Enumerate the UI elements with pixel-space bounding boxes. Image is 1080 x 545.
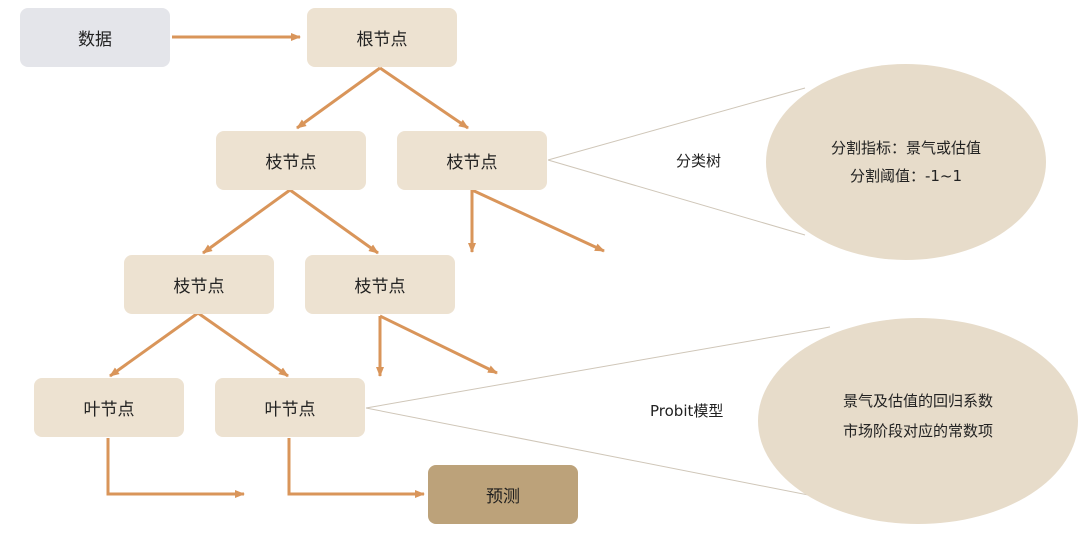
- branch-node-3: 枝节点: [124, 255, 274, 314]
- branch-node-2: 枝节点: [397, 131, 547, 190]
- arrow-branch-4-diagonal: [379, 314, 498, 375]
- root-node: 根节点: [307, 8, 457, 67]
- probit-model-label: Probit模型: [650, 402, 724, 420]
- arrow-branch-3-to-leaf-1: [109, 311, 199, 378]
- branch-node-4: 枝节点: [305, 255, 455, 314]
- leaf-node-2: 叶节点: [215, 378, 365, 437]
- split-indicator-text: 分割指标：景气或估值: [830, 139, 981, 157]
- leaf-node-1: 叶节点: [34, 378, 184, 437]
- probit-callout-line-top: [365, 326, 831, 409]
- probit-info-text: 景气及估值的回归系数 市场阶段对应的常数项: [808, 386, 1028, 446]
- probit-info-ellipse: [758, 318, 1078, 524]
- arrow-branch-2-diagonal: [471, 188, 605, 253]
- tree-callout-line-bottom: [547, 159, 806, 236]
- data-node: 数据: [20, 8, 170, 67]
- arrow-branch-1-to-branch-3: [202, 188, 291, 255]
- arrow-root-to-branch-1: [296, 66, 381, 130]
- arrow-root-to-branch-2: [379, 66, 469, 130]
- stage-constant-text: 市场阶段对应的常数项: [842, 422, 993, 440]
- arrow-leaf-1-out: [106, 438, 245, 498]
- branch-node-1: 枝节点: [216, 131, 366, 190]
- classification-tree-label: 分类树: [676, 152, 722, 170]
- tree-info-text: 分割指标：景气或估值 分割阈值：-1~1: [806, 134, 1006, 190]
- arrow-branch-3-to-leaf-2: [197, 311, 289, 378]
- tree-info-ellipse: [766, 64, 1046, 260]
- tree-arrows: [106, 33, 605, 498]
- arrow-branch-1-to-branch-4: [289, 188, 379, 255]
- predict-node: 预测: [428, 465, 578, 524]
- split-threshold-text: 分割阈值：-1~1: [849, 167, 963, 185]
- tree-callout-line-top: [547, 87, 806, 161]
- regression-coefficients-text: 景气及估值的回归系数: [842, 392, 993, 410]
- arrow-leaf-2-to-predict: [287, 438, 425, 498]
